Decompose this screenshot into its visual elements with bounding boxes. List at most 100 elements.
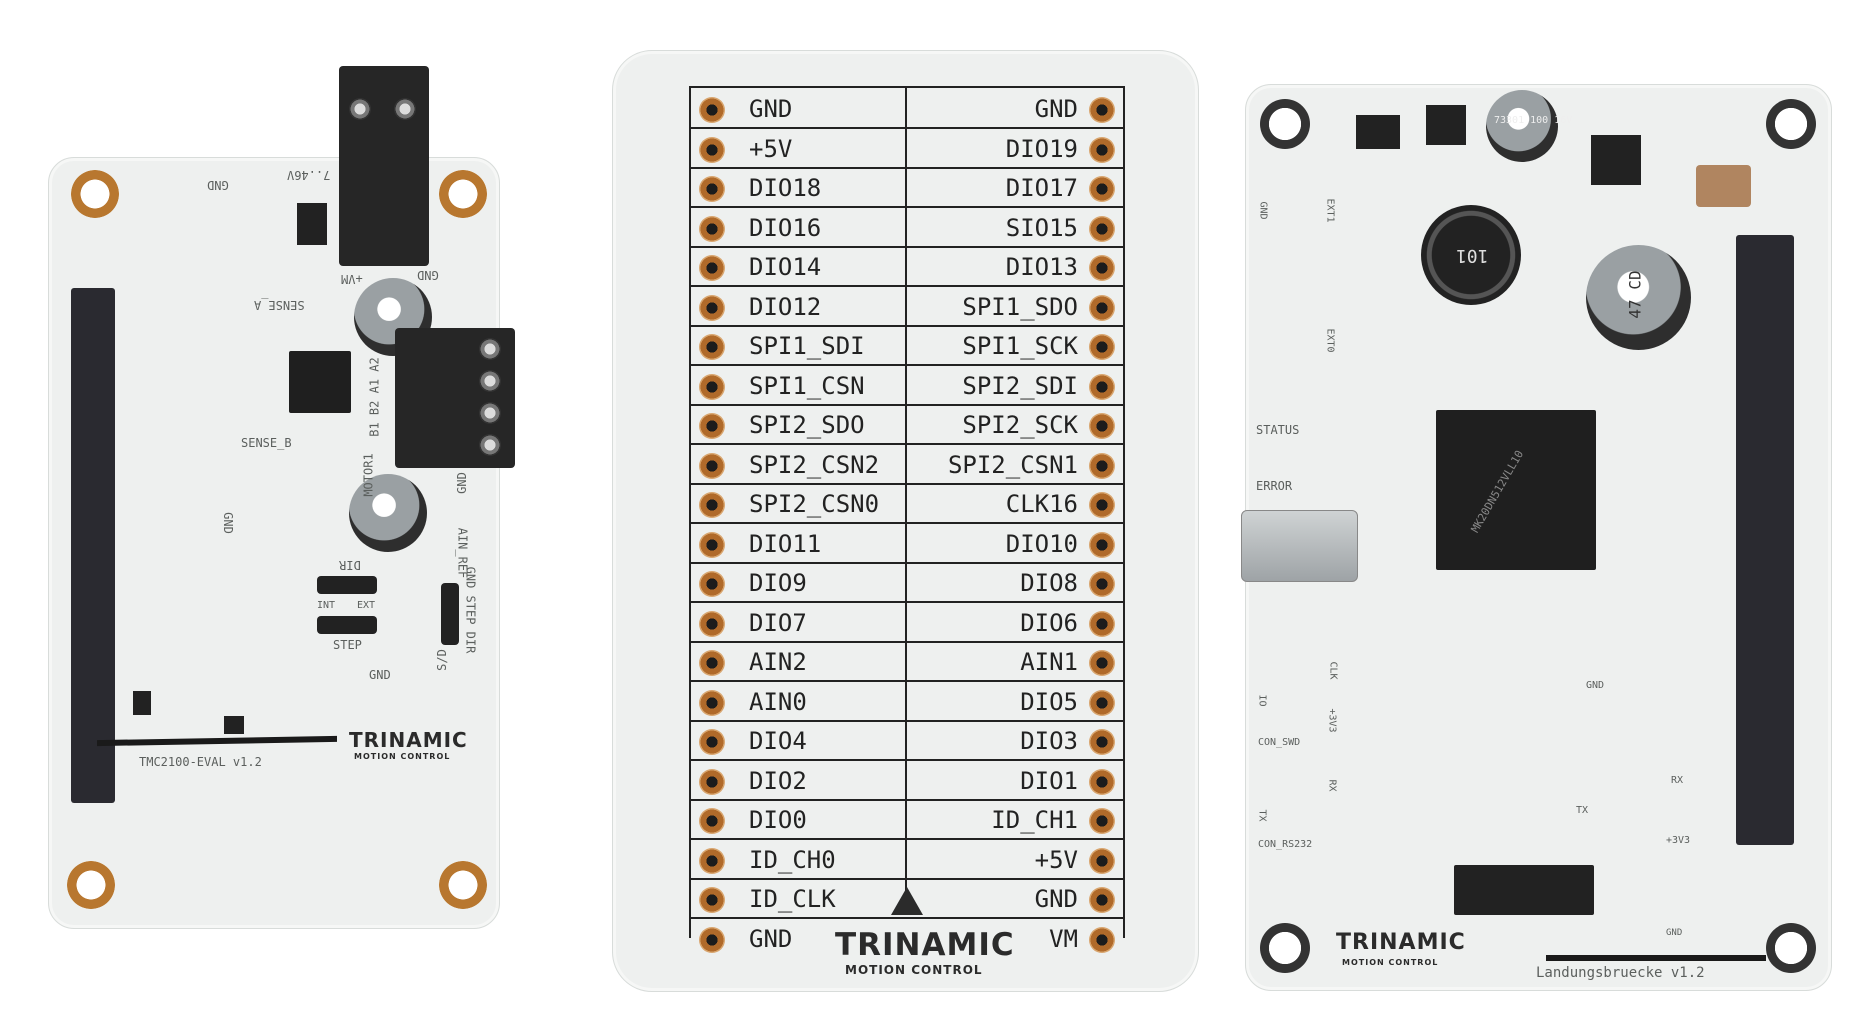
screw-icon xyxy=(479,434,501,456)
left-pin-label: DIO0 xyxy=(749,806,807,834)
gnd-bottom-label: GND xyxy=(369,668,391,682)
row-separator xyxy=(689,403,1123,406)
right-pin-label: ID_CH1 xyxy=(991,806,1078,834)
row-separator xyxy=(689,719,1123,722)
step-dir-label: GND STEP DIR xyxy=(463,566,478,654)
tx-label: TX xyxy=(1256,809,1268,822)
right-pin-label: GND xyxy=(1034,95,1078,123)
left-pin-icon xyxy=(699,97,725,123)
ext-label: EXT xyxy=(357,600,376,611)
brand-subtitle: MOTION CONTROL xyxy=(845,963,983,977)
right-pin-label: DIO8 xyxy=(1020,569,1078,597)
right-pin-label: DIO3 xyxy=(1020,727,1078,755)
board-model: TMC2100-EVAL v1.2 xyxy=(139,755,262,769)
left-pin-label: DIO11 xyxy=(749,529,822,558)
jumper-header xyxy=(317,616,377,634)
row-separator xyxy=(689,798,1123,801)
left-pin-label: SPI2_CSN0 xyxy=(749,490,880,518)
right-pin-label: SPI1_SCK xyxy=(962,332,1078,360)
mcu-chip xyxy=(1436,410,1596,570)
row-separator xyxy=(689,245,1123,248)
mounting-hole-icon xyxy=(439,170,487,218)
capacitor xyxy=(1586,245,1691,350)
mounting-hole-icon xyxy=(1260,99,1310,149)
left-pin-icon xyxy=(699,492,725,518)
ext1-label: EXT1 xyxy=(1324,198,1336,223)
right-pin-icon xyxy=(1089,610,1115,637)
mounting-hole-icon xyxy=(67,861,115,909)
row-separator xyxy=(689,877,1123,880)
row-separator xyxy=(689,364,1123,366)
left-pin-label: DIO2 xyxy=(749,766,807,795)
vm-label: +VM xyxy=(341,272,363,286)
status-label: STATUS xyxy=(1256,423,1300,437)
power-terminal xyxy=(339,66,429,266)
brand-subtitle: MOTION CONTROL xyxy=(354,752,451,761)
usb-port xyxy=(1241,510,1358,582)
cap2-text: 47 CD xyxy=(1625,270,1645,319)
left-pin-icon xyxy=(699,531,725,558)
mounting-hole-icon xyxy=(1766,99,1816,149)
right-pin-icon xyxy=(1089,373,1115,400)
left-pin-label: AIN2 xyxy=(749,648,807,676)
sense-b-label: SENSE_B xyxy=(241,436,292,450)
inductor xyxy=(1421,205,1521,305)
brand-logo: TRINAMIC xyxy=(1336,930,1466,955)
left-pin-label: DIO16 xyxy=(749,213,822,242)
left-pin-icon xyxy=(699,215,725,242)
plus-3v3-label: +3V3 xyxy=(1666,835,1691,846)
right-pin-icon xyxy=(1089,136,1115,163)
ext0-label: EXT0 xyxy=(1324,328,1336,353)
mounting-hole-icon xyxy=(1260,923,1310,973)
pin-header xyxy=(71,288,115,803)
mounting-hole-icon xyxy=(439,861,487,909)
ic xyxy=(1591,135,1641,185)
supply-label: 7..46V xyxy=(287,168,331,182)
left-pin-label: +5V xyxy=(749,134,793,163)
right-pin-icon xyxy=(1089,926,1115,953)
brand-logo: TRINAMIC xyxy=(349,728,468,752)
error-label: ERROR xyxy=(1256,479,1293,493)
gnd-top-label: GND xyxy=(1257,201,1269,220)
left-pin-label: SPI1_CSN xyxy=(749,371,865,400)
right-pin-icon xyxy=(1089,571,1115,597)
left-pin-label: GND xyxy=(749,924,793,953)
right-pin-label: DIO19 xyxy=(1005,134,1078,163)
left-pin-icon xyxy=(699,176,725,202)
pinout-divider xyxy=(905,86,907,906)
tx2-label: TX xyxy=(1576,805,1589,816)
pin-header xyxy=(1736,235,1794,845)
row-separator xyxy=(689,285,1123,287)
right-pin-label: DIO13 xyxy=(1005,253,1078,281)
right-pin-label: DIO1 xyxy=(1020,766,1078,795)
silkscreen-bar xyxy=(97,735,337,747)
right-pin-label: DIO17 xyxy=(1005,174,1078,202)
right-pin-icon xyxy=(1089,334,1115,360)
left-pin-label: SPI1_SDI xyxy=(749,332,865,360)
right-pin-icon xyxy=(1089,492,1115,518)
row-separator xyxy=(689,127,1123,129)
diode xyxy=(1426,105,1466,145)
screw-icon xyxy=(479,338,501,360)
left-pin-label: DIO9 xyxy=(749,569,807,597)
right-pin-icon xyxy=(1089,689,1115,716)
dir-label: DIR xyxy=(339,558,361,572)
level-shifter-chip xyxy=(1454,865,1594,915)
left-pin-icon xyxy=(699,650,725,676)
trinamic-logo-icon xyxy=(891,887,923,915)
right-pin-icon xyxy=(1089,768,1115,795)
diode xyxy=(297,203,327,245)
silkscreen-bar xyxy=(1546,955,1766,961)
left-pin-icon xyxy=(699,136,725,163)
left-pin-icon xyxy=(699,926,725,953)
right-pin-icon xyxy=(1089,847,1115,874)
gnd-right-label: GND xyxy=(454,472,469,494)
left-pin-label: SPI2_SDO xyxy=(749,411,865,439)
left-pin-label: GND xyxy=(749,95,793,123)
left-pin-icon xyxy=(699,610,725,637)
row-separator xyxy=(689,324,1123,327)
right-pin-icon xyxy=(1089,729,1115,755)
left-pin-icon xyxy=(699,373,725,400)
screw-icon xyxy=(479,370,501,392)
row-separator xyxy=(689,640,1123,643)
